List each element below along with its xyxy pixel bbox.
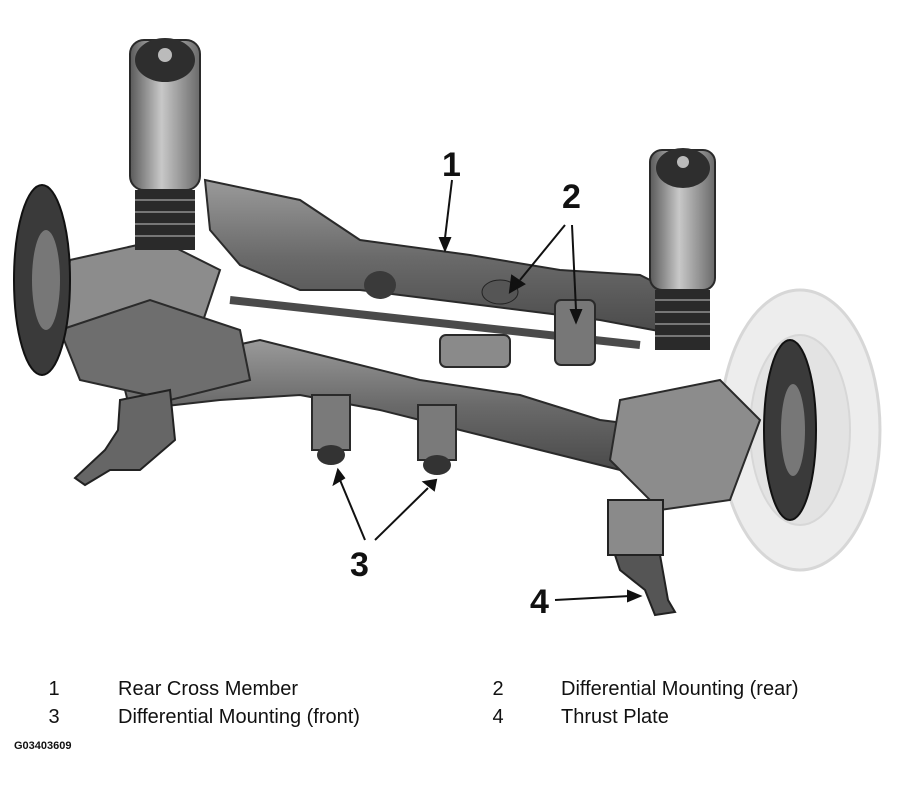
callout-2: 2 xyxy=(562,178,581,216)
legend-label: Differential Mounting (rear) xyxy=(561,678,799,700)
rear-axle-illustration xyxy=(13,38,882,617)
callout-3-leader-a xyxy=(339,479,366,541)
right-wheel-carrier xyxy=(608,378,762,512)
right-air-strut xyxy=(649,148,716,350)
callout-3: 3 xyxy=(350,546,369,584)
legend-label: Differential Mounting (front) xyxy=(118,706,360,728)
legend-label: Rear Cross Member xyxy=(118,678,299,700)
left-thrust-plate xyxy=(73,388,177,487)
cross-member-hole xyxy=(364,271,396,299)
right-brake-disc xyxy=(763,339,817,521)
callout-3-leader-b xyxy=(374,487,429,541)
legend-number: 2 xyxy=(492,678,504,700)
differential-mounting-rear-bushing xyxy=(481,279,519,305)
legend-number: 1 xyxy=(48,678,60,700)
figure-id: G03403609 xyxy=(14,740,72,752)
rod-damper xyxy=(439,334,511,368)
legend-label: Thrust Plate xyxy=(561,706,669,728)
left-lower-arm xyxy=(58,298,252,402)
rear-cross-member xyxy=(203,178,692,337)
thrust-plate xyxy=(607,499,677,617)
callout-1-leader xyxy=(444,179,453,239)
left-brake-disc xyxy=(13,184,71,376)
left-air-strut xyxy=(129,38,201,250)
legend-number: 3 xyxy=(48,706,60,728)
callout-4-leader xyxy=(554,595,631,601)
callout-2-leader-b xyxy=(571,224,577,311)
callout-1: 1 xyxy=(442,146,461,184)
callout-4: 4 xyxy=(530,583,549,621)
legend-number: 4 xyxy=(492,706,504,728)
callout-2-leader-a xyxy=(519,224,566,281)
differential-mounting-front xyxy=(311,394,457,475)
